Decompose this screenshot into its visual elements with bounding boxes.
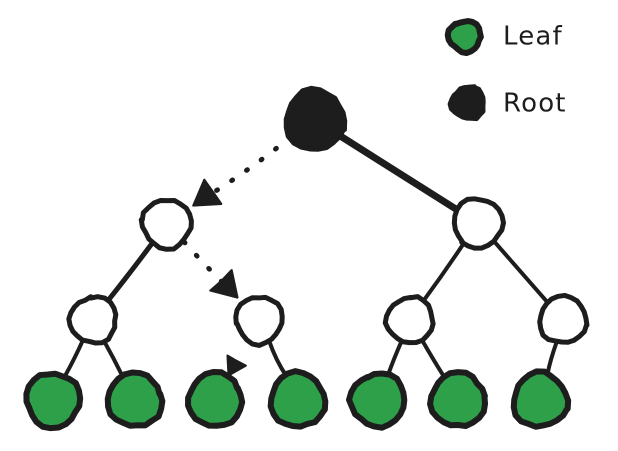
tree-edge-root-n2 [336,131,462,214]
edge-line-solid [104,240,155,305]
edge-arrowhead [192,178,223,207]
tree-node-internal-n6[interactable] [537,292,590,345]
tree-node-leaf-l7[interactable] [510,368,572,430]
edge-line-solid [421,240,467,304]
tree-edge-n3-l2 [101,338,125,379]
nodes-layer [23,85,590,432]
tree-edge-n2-n5 [421,240,467,304]
tree-edge-n1-n3 [104,240,155,305]
leaf-circle [185,368,246,429]
leaf-circle [267,368,329,430]
tree-edge-n3-l1 [63,338,85,378]
internal-node-circle [66,294,119,346]
tree-node-leaf-l3[interactable] [185,368,246,429]
edge-line-solid [63,338,85,378]
tree-node-leaf-l6[interactable] [427,369,489,429]
edge-line-solid [419,337,447,379]
leaf-circle [104,369,166,429]
internal-node-circle [138,197,194,252]
tree-node-internal-n2[interactable] [451,196,506,251]
edge-line-solid [386,339,404,377]
tree-node-root-root[interactable] [283,85,348,152]
internal-node-circle [451,196,506,251]
legend-swatch-root-icon [447,84,486,122]
legend-label-root: Root [503,89,567,119]
edge-line-dotted [198,134,293,203]
tree-edge-root-n1 [192,134,293,207]
legend-item-leaf[interactable]: Leaf [444,18,563,57]
tree-edge-n6-l7 [545,340,559,377]
tree-edge-n4-l4 [267,338,289,378]
tree-node-internal-n3[interactable] [66,294,119,346]
tree-edge-n4-l3 [226,354,247,377]
leaf-circle [427,369,489,429]
edges-layer [63,131,559,379]
tree-node-leaf-l2[interactable] [104,369,166,429]
internal-node-circle [537,292,590,345]
tree-node-leaf-l1[interactable] [23,370,84,432]
edge-line-solid [545,340,559,377]
edge-line-solid [101,338,125,379]
edge-arrowhead [209,269,239,299]
legend-swatch-leaf-icon [444,18,484,57]
tree-node-internal-n1[interactable] [138,197,194,252]
edge-line-solid [267,338,289,378]
tree-edge-n2-n6 [491,239,550,305]
tree-edge-n5-l5 [386,339,404,377]
leaf-circle [346,370,408,431]
internal-node-circle [382,294,436,346]
legend-item-root[interactable]: Root [447,84,567,122]
root-circle [283,85,348,152]
edge-arrowhead [226,354,247,377]
tree-node-internal-n4[interactable] [233,294,285,348]
tree-node-internal-n5[interactable] [382,294,436,346]
tree-edge-n1-n4 [181,239,239,299]
edge-line-solid [491,239,550,305]
internal-node-circle [233,294,285,348]
edge-line-dotted [181,239,234,294]
tree-node-leaf-l5[interactable] [346,370,408,431]
edge-line-solid [336,131,462,214]
tree-node-leaf-l4[interactable] [267,368,329,430]
legend-label-leaf: Leaf [503,22,563,52]
leaf-circle [510,368,572,430]
leaf-circle [23,370,84,432]
tree-edge-n5-l6 [419,337,447,379]
